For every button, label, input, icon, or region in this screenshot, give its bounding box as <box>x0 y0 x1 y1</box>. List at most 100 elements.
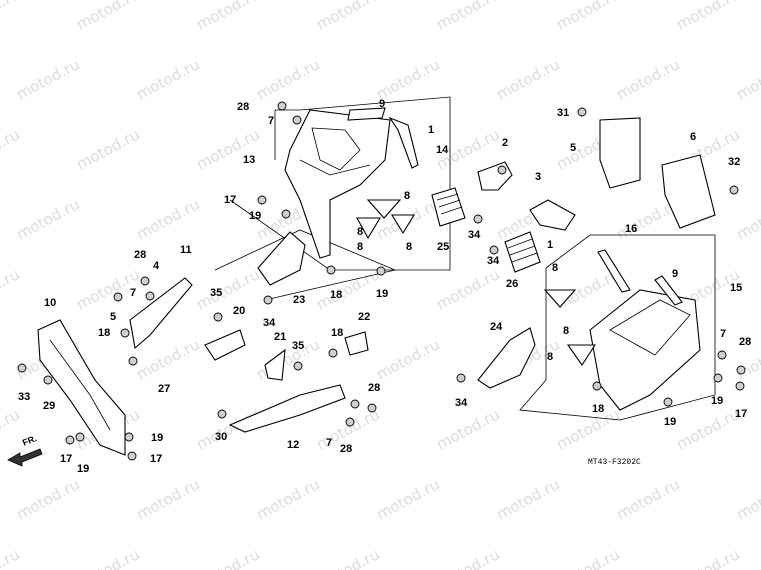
fastener <box>120 328 130 338</box>
fastener <box>17 363 27 373</box>
callout-8: 8 <box>357 226 363 238</box>
callout-10: 10 <box>44 297 56 309</box>
callout-28: 28 <box>368 382 380 394</box>
emblem-triangle <box>366 199 402 219</box>
fastener <box>663 397 673 407</box>
side-strip <box>388 116 419 169</box>
fastener <box>367 403 377 413</box>
callout-34: 34 <box>455 397 468 409</box>
fastener <box>376 266 386 276</box>
callout-34: 34 <box>263 317 276 329</box>
callout-8: 8 <box>404 190 410 202</box>
fastener <box>456 373 466 383</box>
callout-19: 19 <box>249 210 261 222</box>
group-outline-right <box>519 234 716 421</box>
fastener <box>729 185 739 195</box>
callout-19: 19 <box>151 432 163 444</box>
callout-8: 8 <box>406 241 412 253</box>
callout-22: 22 <box>358 311 370 323</box>
callout-1: 1 <box>547 239 553 251</box>
callout-28: 28 <box>739 336 751 348</box>
callout-27: 27 <box>158 383 170 395</box>
duct-grille <box>504 231 541 273</box>
callout-7: 7 <box>130 287 136 299</box>
fastener <box>281 209 291 219</box>
callout-19: 19 <box>376 288 388 300</box>
callout-35: 35 <box>292 340 304 352</box>
callout-3: 3 <box>535 171 541 183</box>
callout-19: 19 <box>711 395 723 407</box>
callout-30: 30 <box>215 431 227 443</box>
callout-26: 26 <box>506 278 518 290</box>
lower-stay <box>264 348 286 381</box>
fastener <box>277 101 287 111</box>
mount-bracket <box>477 161 513 191</box>
middle-cowl-right <box>589 289 701 411</box>
callout-21: 21 <box>274 331 286 343</box>
fastener <box>345 417 355 427</box>
callout-20: 20 <box>233 305 245 317</box>
callout-1: 1 <box>428 124 434 136</box>
fastener <box>128 356 138 366</box>
callout-32: 32 <box>728 156 740 168</box>
air-duct-left <box>599 117 641 189</box>
front-arrow: FR. <box>7 433 43 467</box>
callout-33: 33 <box>18 391 30 403</box>
callout-18: 18 <box>331 327 343 339</box>
callout-28: 28 <box>134 249 146 261</box>
fastener <box>497 165 507 175</box>
callout-16: 16 <box>625 223 637 235</box>
fastener <box>145 291 155 301</box>
callout-18: 18 <box>98 327 110 339</box>
cowl-inner-panel <box>284 109 391 259</box>
vent-grille <box>431 187 466 227</box>
callout-24: 24 <box>490 321 503 333</box>
fastener <box>127 451 137 461</box>
callout-7: 7 <box>268 115 274 127</box>
callout-5: 5 <box>110 311 116 323</box>
callout-2: 2 <box>502 137 508 149</box>
lower-bracket <box>204 329 246 361</box>
fastener <box>736 365 746 375</box>
callout-23: 23 <box>293 294 305 306</box>
callout-19: 19 <box>664 416 676 428</box>
callout-6: 6 <box>690 131 696 143</box>
fastener <box>293 361 303 371</box>
callout-19: 19 <box>77 463 89 475</box>
fastener <box>577 107 587 117</box>
fastener <box>473 214 483 224</box>
callout-35: 35 <box>210 287 222 299</box>
callout-9: 9 <box>379 98 385 110</box>
emblem-triangle <box>356 217 381 240</box>
callout-7: 7 <box>720 328 726 340</box>
trim-strip <box>347 107 386 121</box>
inner-panel-right <box>477 327 536 389</box>
callout-15: 15 <box>730 282 742 294</box>
callout-8: 8 <box>552 262 558 274</box>
callout-5: 5 <box>570 142 576 154</box>
callout-18: 18 <box>330 289 342 301</box>
callout-17: 17 <box>224 194 236 206</box>
callout-12: 12 <box>287 439 299 451</box>
callout-29: 29 <box>43 400 55 412</box>
callout-25: 25 <box>437 241 449 253</box>
callout-7: 7 <box>326 437 332 449</box>
fastener <box>735 381 745 391</box>
fastener <box>717 350 727 360</box>
front-label: FR. <box>21 433 38 448</box>
fasteners <box>17 101 746 461</box>
fastener <box>140 276 150 286</box>
fastener <box>65 435 75 445</box>
callout-4: 4 <box>153 260 160 272</box>
callout-34: 34 <box>487 255 500 267</box>
fastener <box>489 245 499 255</box>
fastener <box>326 265 336 275</box>
group-outline-inner-stay <box>214 229 397 301</box>
callout-8: 8 <box>357 241 363 253</box>
fastener <box>292 115 302 125</box>
diagram-code: MT43-F3202C <box>588 458 641 467</box>
trim-strip <box>654 275 683 306</box>
fastener <box>217 409 227 419</box>
